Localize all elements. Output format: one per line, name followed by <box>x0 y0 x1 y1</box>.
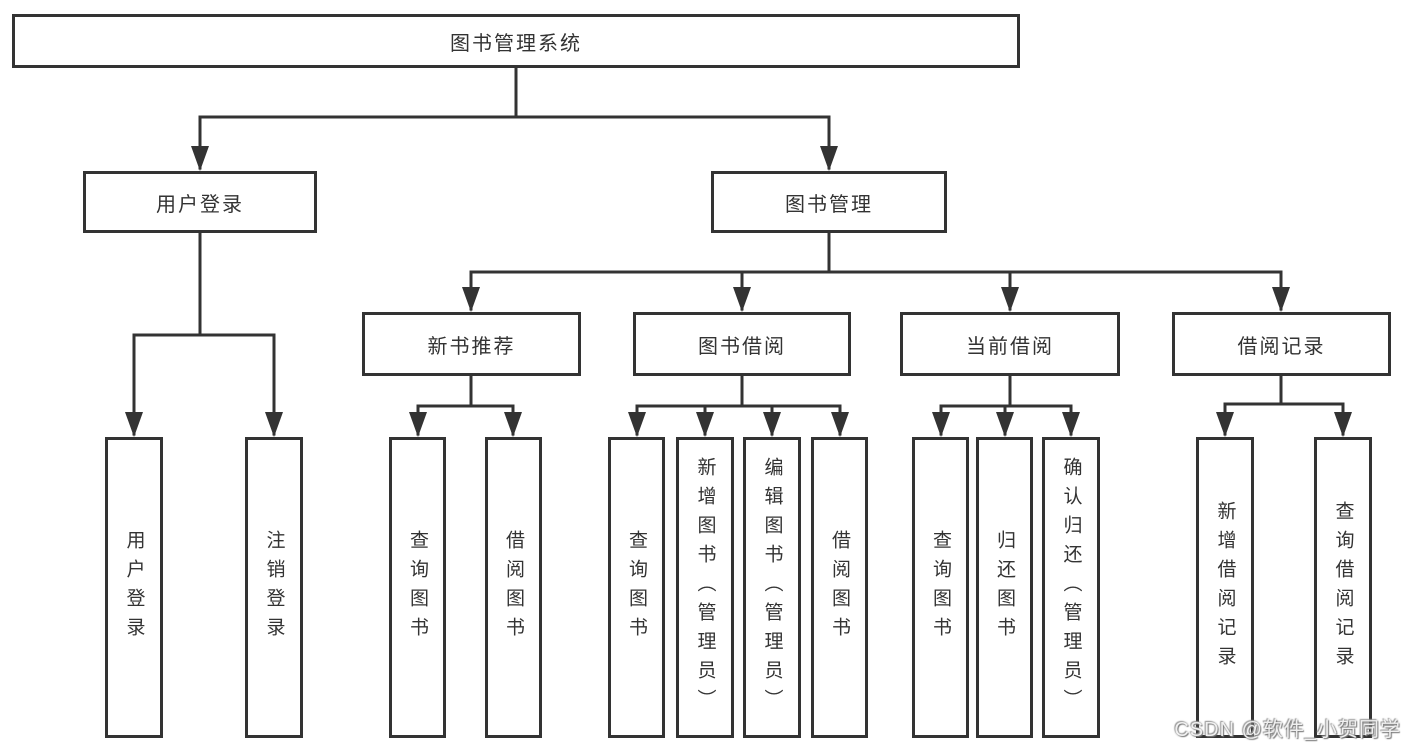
csdn-watermark: CSDN @软件_小贺同学 <box>1174 719 1401 741</box>
node-user-login: 用户登录 <box>83 171 317 233</box>
connector-user-login-to-leaves <box>132 231 276 436</box>
leaf-query-books-recommend: 查询图书 <box>389 437 446 738</box>
leaf-add-books-admin-label: 新增图书（管理员） <box>694 457 716 718</box>
leaf-borrow-books-recommend-label: 借阅图书 <box>503 529 524 646</box>
connector-borrowing-records-leaves <box>1223 374 1345 436</box>
node-current-borrowing: 当前借阅 <box>900 312 1120 376</box>
arrowheads-user-login-leaves <box>125 412 283 437</box>
arrowheads-level3 <box>462 287 1290 312</box>
leaf-return-books: 归还图书 <box>976 437 1033 738</box>
connector-new-book-recommend-leaves <box>416 374 515 436</box>
leaf-query-books-borrowing-label: 查询图书 <box>626 529 647 646</box>
leaf-query-borrow-record: 查询借阅记录 <box>1314 437 1372 738</box>
node-root-library-system: 图书管理系统 <box>12 14 1020 68</box>
leaf-query-books-current-label: 查询图书 <box>930 529 951 646</box>
arrowheads-level2 <box>191 146 838 171</box>
node-book-borrowing: 图书借阅 <box>633 312 851 376</box>
node-new-book-recommend: 新书推荐 <box>362 312 581 376</box>
leaf-edit-books-admin: 编辑图书（管理员） <box>743 437 801 738</box>
leaf-edit-books-admin-label: 编辑图书（管理员） <box>761 457 783 718</box>
leaf-query-borrow-record-label: 查询借阅记录 <box>1332 500 1354 675</box>
leaf-user-login: 用户登录 <box>105 437 163 738</box>
leaf-add-books-admin: 新增图书（管理员） <box>676 437 734 738</box>
node-book-management: 图书管理 <box>711 171 947 233</box>
leaf-confirm-return-admin-label: 确认归还（管理员） <box>1060 457 1082 718</box>
leaf-query-books-current: 查询图书 <box>912 437 969 738</box>
leaf-logout-label: 注销登录 <box>263 529 285 646</box>
leaf-return-books-label: 归还图书 <box>994 529 1015 646</box>
leaf-add-borrow-record: 新增借阅记录 <box>1196 437 1254 738</box>
leaf-user-login-label: 用户登录 <box>123 529 145 646</box>
arrowheads-leaves <box>409 412 1352 437</box>
connector-book-borrowing-leaves <box>635 374 842 436</box>
leaf-borrow-books-recommend: 借阅图书 <box>485 437 542 738</box>
leaf-borrow-books-borrowing: 借阅图书 <box>811 437 868 738</box>
connector-book-management-to-level3 <box>469 231 1283 311</box>
node-borrowing-records: 借阅记录 <box>1172 312 1391 376</box>
connector-root-to-level2 <box>198 66 831 170</box>
leaf-borrow-books-borrowing-label: 借阅图书 <box>829 529 850 646</box>
leaf-query-books-recommend-label: 查询图书 <box>407 529 428 646</box>
leaf-confirm-return-admin: 确认归还（管理员） <box>1042 437 1100 738</box>
leaf-logout: 注销登录 <box>245 437 303 738</box>
leaf-query-books-borrowing: 查询图书 <box>608 437 665 738</box>
leaf-add-borrow-record-label: 新增借阅记录 <box>1214 500 1236 675</box>
